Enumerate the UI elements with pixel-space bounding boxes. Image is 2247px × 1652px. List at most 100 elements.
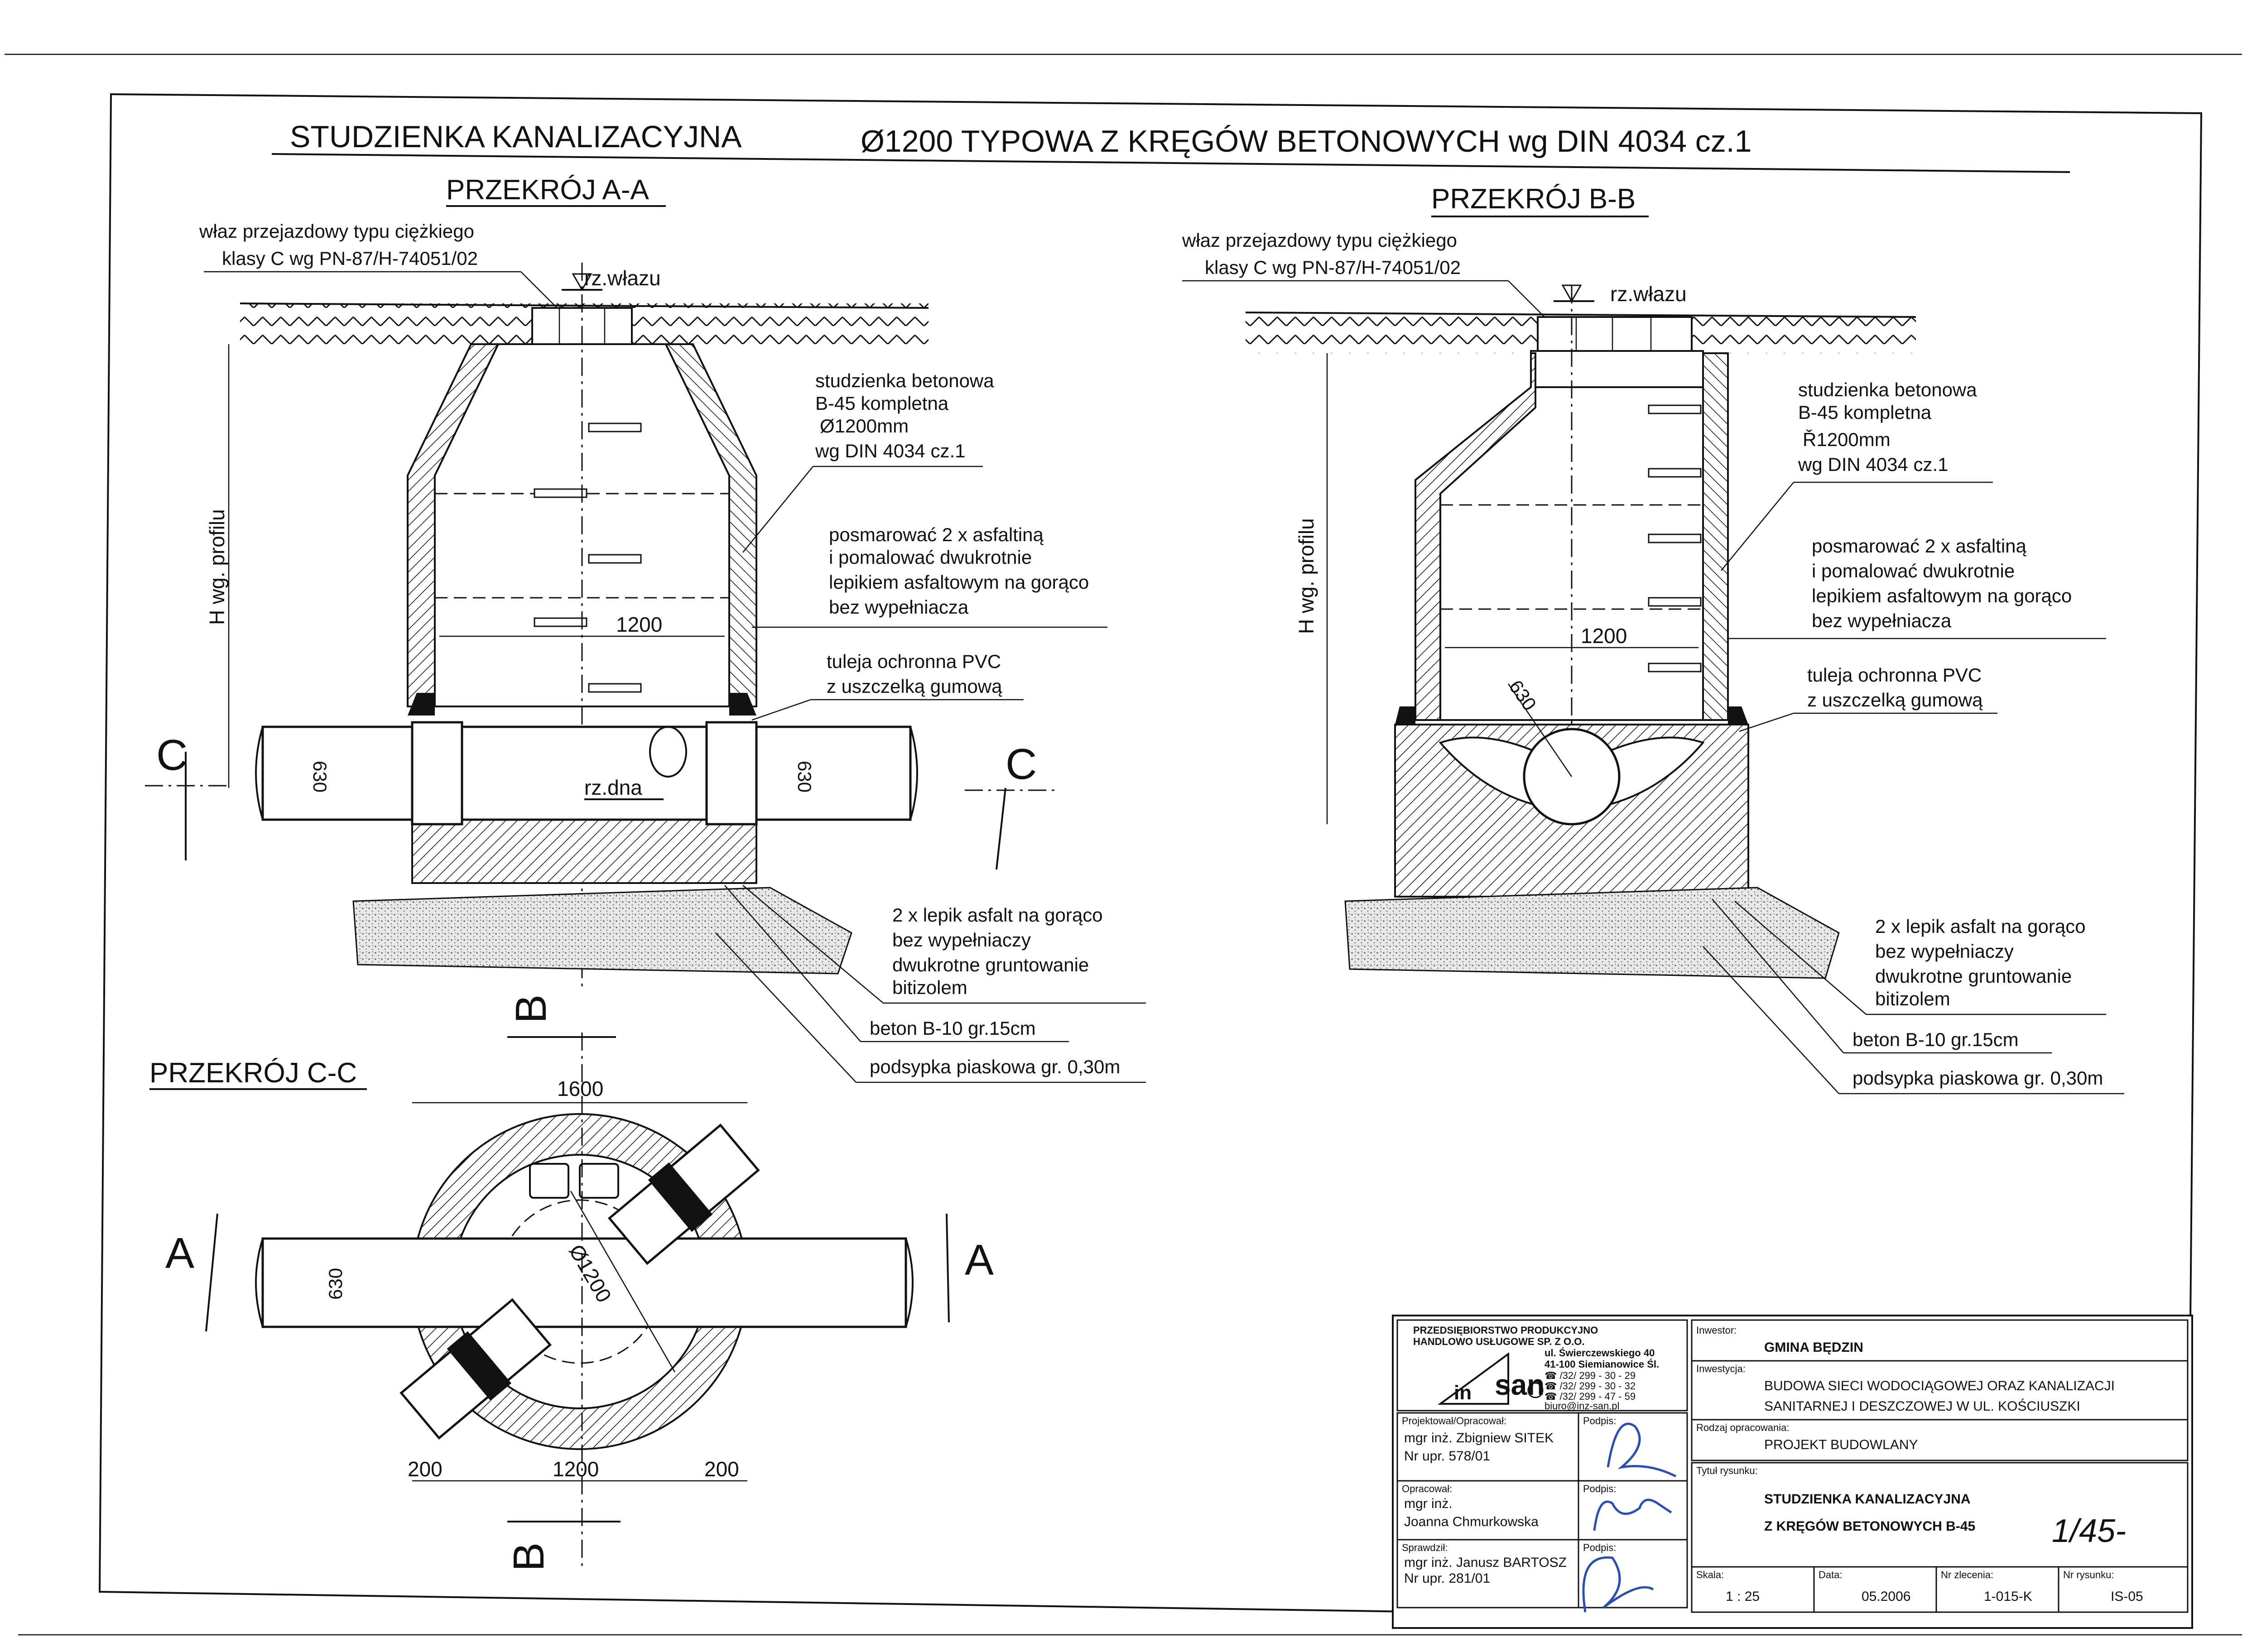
investment-line-1: BUDOWA SIECI WODOCIĄGOWEJ ORAZ KANALIZAC…	[1764, 1378, 2115, 1393]
base-label-4-aa: bitizolem	[892, 977, 967, 998]
dim-1200-cc: 1200	[553, 1457, 599, 1481]
section-aa: PRZEKRÓJ A-A	[145, 174, 1146, 1083]
step-5-bb	[1648, 663, 1702, 672]
concrete-label-bb: beton B-10 gr.15cm	[1852, 1029, 2019, 1050]
drawing-no-label: Nr rysunku:	[2063, 1569, 2114, 1580]
tel-2: ☎ /32/ 299 - 30 - 32	[1545, 1380, 1636, 1392]
sleeve-label-1-bb: tuleja ochronna PVC	[1807, 664, 1982, 686]
drawing-no-value: IS-05	[2111, 1589, 2143, 1604]
coat-label-4-aa: bez wypełniacza	[829, 596, 969, 618]
investor-value: GMINA BĘDZIN	[1764, 1340, 1863, 1355]
logo-prefix: in	[1454, 1382, 1472, 1404]
section-bb: PRZEKRÓJ B-B rz.włazu H wg. profil	[1182, 183, 2124, 1095]
well-label-2-aa: B-45 kompletna	[815, 393, 949, 414]
hatch-label-2-bb: klasy C wg PN-87/H-74051/02	[1205, 257, 1461, 278]
well-label-2-bb: B-45 kompletna	[1798, 402, 1932, 423]
signature-1	[1607, 1422, 1677, 1478]
well-label-3-bb: Ř1200mm	[1803, 429, 1891, 450]
prepared-label: Opracował:	[1402, 1483, 1452, 1494]
step-2-bb	[1648, 468, 1702, 478]
designer-license: Nr upr. 578/01	[1404, 1449, 1490, 1464]
logo-text: san	[1495, 1369, 1545, 1401]
base-label-3-aa: dwukrotne gruntowanie	[892, 954, 1089, 975]
step-3-aa	[588, 554, 642, 564]
coat-label-1-aa: posmarować 2 x asfaltiną	[829, 524, 1044, 545]
base-label-2-bb: bez wypełniaczy	[1875, 941, 2014, 962]
investment-label: Inwestycja:	[1696, 1363, 1746, 1374]
tel-1: ☎ /32/ 299 - 30 - 29	[1545, 1370, 1636, 1381]
main-title: STUDZIENKA KANALIZACYJNA Ø1200 TYPOWA Z …	[271, 120, 2070, 173]
well-label-3-aa: Ø1200mm	[820, 415, 909, 437]
base-label-2-aa: bez wypełniaczy	[892, 929, 1031, 951]
investment-line-2: SANITARNEJ I DESZCZOWEJ W UL. KOŚCIUSZKI	[1764, 1398, 2080, 1414]
base-slab-aa	[411, 814, 757, 884]
sleeve-right-aa	[705, 721, 758, 826]
dim-630-bb: 630	[1505, 676, 1541, 714]
well-label-4-aa: wg DIN 4034 cz.1	[815, 440, 966, 461]
type-label: Rodzaj opracowania:	[1696, 1422, 1789, 1433]
well-label-4-bb: wg DIN 4034 cz.1	[1798, 454, 1949, 475]
base-label-4-bb: bitizolem	[1875, 988, 1950, 1009]
sand-bed-bb	[1344, 887, 1840, 979]
dim-630-cc: 630	[325, 1268, 346, 1300]
step-1-bb	[1648, 404, 1702, 414]
seal-right-bb	[1728, 706, 1748, 725]
date-value: 05.2006	[1862, 1589, 1910, 1604]
section-cc-title: PRZEKRÓJ C-C	[149, 1057, 357, 1089]
title-block-frame	[1392, 1315, 2193, 1629]
pipe-aa	[261, 725, 912, 821]
rz-wlazu-bb: rz.włazu	[1610, 282, 1687, 306]
drawing-title-1: STUDZIENKA KANALIZACYJNA	[1764, 1492, 1971, 1507]
coat-label-2-aa: i pomalować dwukrotnie	[829, 547, 1032, 568]
sleeve-label-2-bb: z uszczelką gumową	[1807, 689, 1983, 711]
h-label-aa: H wg. profilu	[205, 509, 229, 625]
checked-name: mgr inż. Janusz BARTOSZ	[1404, 1555, 1567, 1570]
checked-label: Sprawdził:	[1402, 1542, 1448, 1553]
cut-c-left: C	[156, 731, 188, 779]
base-label-1-bb: 2 x lepik asfalt na gorąco	[1875, 916, 2086, 937]
title-underline	[271, 153, 2070, 173]
step-4-aa	[534, 617, 587, 627]
cut-c-right: C	[1006, 740, 1037, 788]
tel-3: ☎ /32/ 299 - 47 - 59	[1545, 1391, 1636, 1402]
pipe-diagonal-cc	[399, 1124, 760, 1440]
order-label: Nr zlecenia:	[1941, 1569, 1993, 1580]
base-label-1-aa: 2 x lepik asfalt na gorąco	[892, 904, 1103, 926]
prepared-title: mgr inż.	[1404, 1496, 1453, 1511]
hatch-label-1-bb: właz przejazdowy typu ciężkiego	[1182, 230, 1457, 251]
coat-label-2-bb: i pomalować dwukrotnie	[1812, 560, 2015, 581]
well-label-1-bb: studzienka betonowa	[1798, 379, 1977, 400]
drawing-title-2: Z KRĘGÓW BETONOWYCH B-45	[1764, 1518, 1975, 1534]
well-label-1-aa: studzienka betonowa	[815, 370, 994, 391]
handwritten-note: 1/45-	[2052, 1513, 2126, 1549]
step-3-bb	[1648, 533, 1702, 543]
well-wall-left-bb	[1415, 352, 1536, 721]
pipe-horizontal-cc	[261, 1237, 907, 1328]
sand-label-bb: podsypka piaskowa gr. 0,30m	[1852, 1067, 2103, 1089]
title-part-2: Ø1200 TYPOWA Z KRĘGÓW BETONOWYCH wg DIN …	[861, 124, 1751, 158]
dim-1200-aa: 1200	[616, 613, 662, 636]
title-block: PRZEDSIĘBIORSTWO PRODUKCYJNO HANDLOWO US…	[1392, 1315, 2193, 1629]
dim-200-left-cc: 200	[408, 1457, 443, 1481]
step-4-bb	[1648, 597, 1702, 607]
dim-200-right-cc: 200	[704, 1457, 739, 1481]
order-value: 1-015-K	[1984, 1589, 2032, 1604]
designer-sign-label: Podpis:	[1583, 1415, 1616, 1426]
concrete-label-aa: beton B-10 gr.15cm	[870, 1018, 1036, 1039]
dim-630-left-aa: 630	[309, 761, 331, 792]
section-aa-title: PRZEKRÓJ A-A	[446, 174, 650, 206]
company-box	[1396, 1319, 1688, 1412]
investor-label: Inwestor:	[1696, 1325, 1737, 1336]
drawing-title-label: Tytuł rysunku:	[1696, 1465, 1758, 1476]
seal-left-aa	[408, 693, 435, 716]
scale-value: 1 : 25	[1726, 1589, 1760, 1604]
step-5-aa	[588, 683, 642, 693]
rz-dna-aa: rz.dna	[584, 776, 642, 799]
h-label-bb: H wg. profilu	[1294, 518, 1318, 634]
well-wall-right-aa	[664, 343, 757, 707]
checked-sign-label: Podpis:	[1583, 1542, 1616, 1553]
ground-line-aa	[240, 303, 929, 309]
sleeve-label-2-aa: z uszczelką gumową	[827, 676, 1002, 697]
title-part-1: STUDZIENKA KANALIZACYJNA	[290, 120, 742, 154]
designer-name: mgr inż. Zbigniew SITEK	[1404, 1431, 1554, 1446]
